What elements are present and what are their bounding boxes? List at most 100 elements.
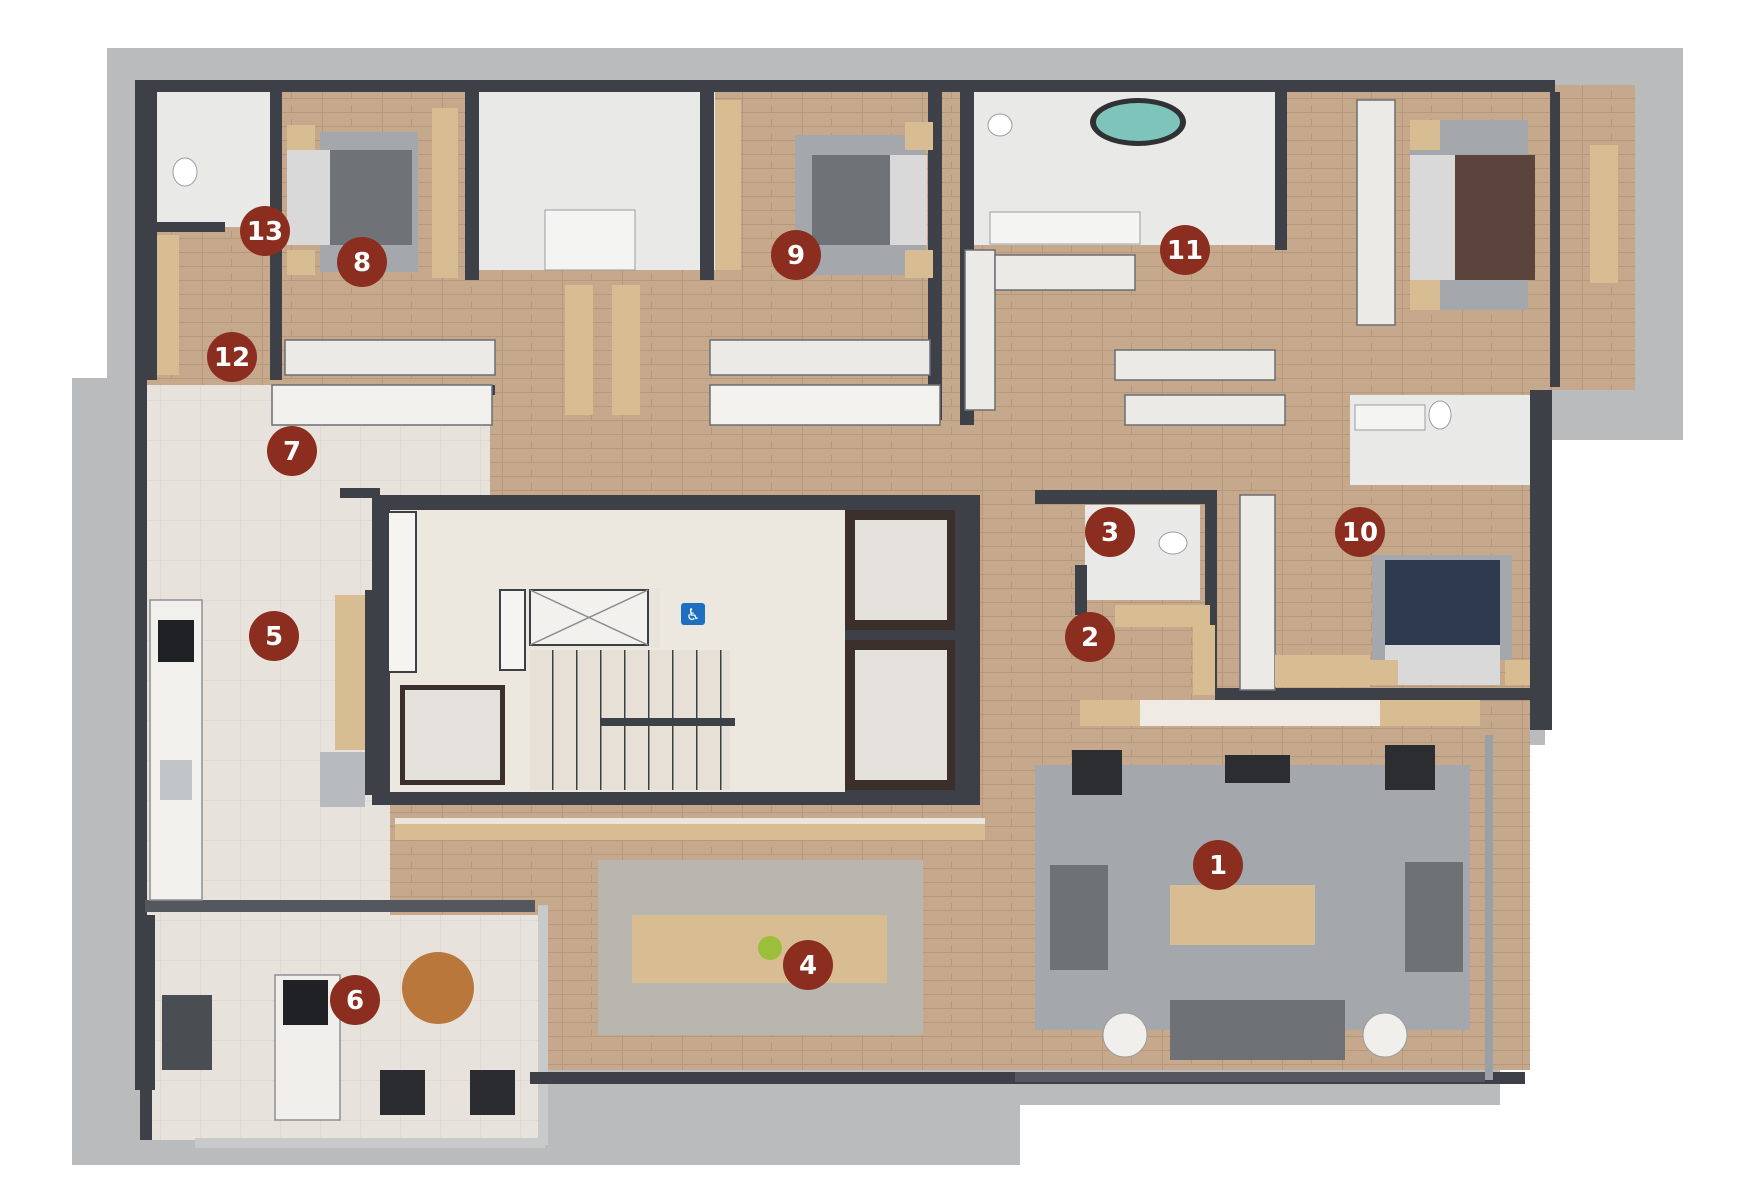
wall-suite10-right — [1530, 390, 1552, 730]
wardrobe-master-3 — [1356, 99, 1396, 326]
closet-master-top — [994, 254, 1136, 291]
wall-top — [135, 80, 1555, 92]
sofa-bottom — [1170, 1000, 1345, 1060]
living — [1050, 745, 1463, 1060]
room-marker-circle — [207, 332, 257, 382]
room-marker-number: 13 — [247, 217, 283, 247]
armchair-living-1 — [1072, 750, 1122, 795]
bed-master-cover — [1455, 155, 1535, 280]
dining-centerpiece — [758, 936, 782, 960]
sofa-left — [1050, 865, 1108, 970]
room-marker-suite-1: 8 — [337, 237, 387, 287]
study-bookcase — [1193, 625, 1215, 695]
wardrobes — [157, 99, 1618, 750]
master-side-cabinet — [1590, 145, 1618, 283]
wardrobe-suite10 — [1239, 494, 1276, 691]
room-marker-circle — [240, 206, 290, 256]
shaft-mid — [499, 589, 526, 671]
room-marker-number: 10 — [1342, 518, 1378, 548]
kitchen-terrace — [149, 599, 515, 1121]
desk-right — [612, 285, 640, 415]
vanity-suites — [544, 209, 636, 271]
sofa-right — [1405, 862, 1463, 972]
wc-master — [987, 113, 1013, 137]
nightstand-suite8-a — [287, 125, 315, 150]
shaft-left — [387, 511, 417, 673]
wall-powder-left — [1075, 565, 1087, 615]
walls — [135, 80, 1560, 1090]
wardrobe-suite8 — [284, 339, 496, 376]
vanity-master — [989, 211, 1141, 245]
study-shelf — [1115, 605, 1210, 627]
elevator-2-cab — [855, 520, 947, 620]
wall-right-living — [1485, 735, 1493, 1080]
core-counter-top — [395, 818, 985, 824]
accessibility-icon: ♿ — [686, 605, 700, 624]
room-marker-suite-2: 9 — [771, 230, 821, 280]
service-wc — [155, 92, 270, 227]
bed-suite8-cover — [330, 150, 412, 245]
wall-right-upper — [1550, 92, 1560, 387]
armchair-terrace-1 — [380, 1070, 425, 1115]
wall-master-closet — [1275, 90, 1287, 250]
wardrobe-master-2 — [1124, 394, 1286, 426]
room-marker-circle — [267, 426, 317, 476]
wall-suite9-right — [928, 85, 942, 420]
wall-left-upper — [135, 80, 157, 380]
corridor-desk-suite9 — [709, 384, 941, 426]
kitchen-sink — [160, 760, 192, 800]
armchair-terrace-2 — [470, 1070, 515, 1115]
nightstand-suite9-b — [905, 250, 933, 278]
suite8-side-cabinet — [432, 108, 458, 278]
room-marker-circle — [1065, 612, 1115, 662]
bed-suite9-cover — [812, 155, 890, 245]
room-marker-laundry: 7 — [267, 426, 317, 476]
cooktop-kitchen — [158, 620, 194, 662]
nightstand-master-a — [1410, 120, 1440, 150]
room-marker-gourmet-terrace: 6 — [330, 975, 380, 1025]
wardrobe-suite9 — [709, 339, 931, 376]
service-cabinet — [157, 235, 179, 375]
fridge — [320, 752, 365, 807]
laundry-counter — [271, 384, 493, 426]
room-marker-number: 6 — [346, 986, 364, 1016]
wc-service — [172, 157, 198, 187]
room-marker-number: 9 — [787, 241, 805, 271]
closet-master-l — [964, 249, 996, 411]
wall-suite10-bottom — [1215, 688, 1545, 700]
room-marker-dining-room: 4 — [783, 940, 833, 990]
stair-void-cross-2 — [529, 589, 649, 646]
room-marker-kitchen: 5 — [249, 611, 299, 661]
stair-wall — [600, 718, 735, 726]
wc-suite10 — [1428, 400, 1452, 430]
room-marker-circle — [330, 975, 380, 1025]
elevator-1-cab — [405, 690, 500, 780]
wall-suite10-top — [1035, 490, 1205, 504]
terrace-wall-right — [538, 905, 548, 1145]
wall-bath-right — [700, 85, 714, 280]
room-marker-service-hall: 12 — [207, 332, 257, 382]
armchair-living-2 — [1385, 745, 1435, 790]
room-marker-circle — [249, 611, 299, 661]
beds — [287, 120, 1535, 687]
room-marker-circle — [1335, 507, 1385, 557]
wall-laundry-right — [340, 488, 380, 498]
nightstand-suite9-a — [905, 122, 933, 150]
room-marker-circle — [783, 940, 833, 990]
bench-living — [1225, 755, 1290, 783]
room-marker-number: 5 — [265, 622, 283, 652]
suite9-side-cabinet — [715, 100, 741, 270]
coffee-table — [1170, 885, 1315, 945]
room-marker-number: 1 — [1209, 851, 1227, 881]
accessibility-sign — [681, 603, 705, 625]
round-table — [402, 952, 474, 1024]
room-marker-service-room: 13 — [240, 206, 290, 256]
room-marker-number: 3 — [1101, 518, 1119, 548]
right-wood-floor — [1530, 85, 1635, 390]
nightstand-master-b — [1410, 280, 1440, 310]
nightstand-suite10-b — [1505, 660, 1530, 685]
kitchen-tall-cabinets — [335, 595, 365, 750]
room-marker-powder-room: 3 — [1085, 507, 1135, 557]
terrace-wall-bottom — [195, 1138, 545, 1148]
